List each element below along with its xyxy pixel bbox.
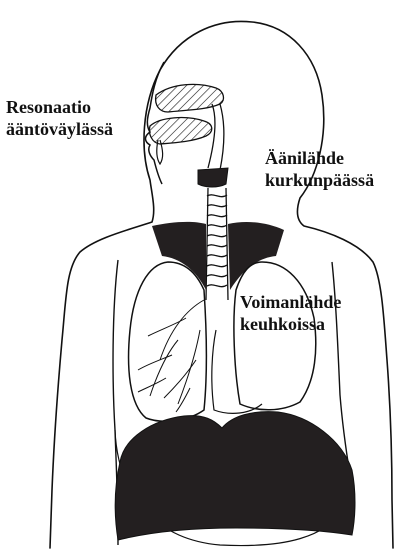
label-source-line1: Äänilähde [265, 147, 374, 169]
right-lung [234, 262, 316, 410]
pharynx [208, 104, 224, 170]
label-resonance-vocal-tract: Resonaatio ääntöväylässä [6, 96, 113, 140]
bronchial-tree [138, 300, 204, 412]
label-resonance-line1: Resonaatio [6, 96, 113, 118]
label-power-line2: keuhkoissa [240, 313, 341, 335]
trachea [206, 188, 228, 300]
label-power-line1: Voimanlähde [240, 291, 341, 313]
label-sound-source-larynx: Äänilähde kurkunpäässä [265, 147, 374, 191]
oral-cavity [149, 118, 211, 144]
label-resonance-line2: ääntöväylässä [6, 118, 113, 140]
label-source-line2: kurkunpäässä [265, 169, 374, 191]
label-power-source-lungs: Voimanlähde keuhkoissa [240, 291, 341, 335]
larynx [198, 168, 228, 187]
diaphragm [115, 412, 355, 540]
heart [212, 330, 262, 413]
